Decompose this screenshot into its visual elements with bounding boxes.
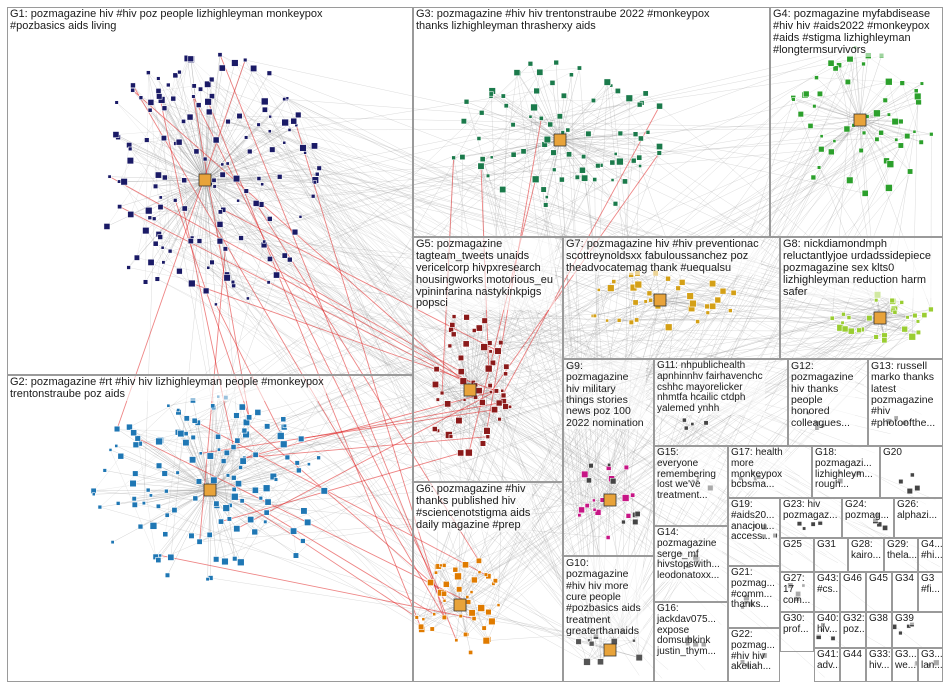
group-box-g46: G46 bbox=[840, 572, 866, 612]
group-box-g27: G27: 17 com... bbox=[780, 572, 814, 612]
group-box-g24: G24: pozmag... bbox=[842, 498, 894, 538]
group-label-g45: G45 bbox=[867, 573, 890, 585]
group-box-g43: G43: #cs... bbox=[814, 572, 840, 612]
group-label-g2: G2: pozmagazine #rt #hiv hiv lizhighleym… bbox=[8, 376, 326, 401]
group-box-g37: G3 #fi... bbox=[918, 572, 943, 612]
group-box-g4: G4: pozmagazine myfabdisease #hiv hiv #a… bbox=[770, 7, 943, 237]
group-box-g20: G20 bbox=[880, 446, 943, 498]
group-box-g36: G3... we... bbox=[892, 648, 918, 682]
group-label-g33: G33: hiv... bbox=[867, 649, 892, 672]
group-label-g4: G4: pozmagazine myfabdisease #hiv hiv #a… bbox=[771, 8, 932, 57]
group-label-g16: G16: jackdav075... expose domsubkink jus… bbox=[655, 603, 718, 658]
group-label-g41: G41: adv... bbox=[815, 649, 840, 672]
group-box-g44: G44 bbox=[840, 648, 866, 682]
group-box-g40: G40: hiv... bbox=[814, 612, 840, 648]
group-label-g32: G32: poz... bbox=[841, 613, 866, 636]
group-box-g6: G6: pozmagazine #hiv thanks published hi… bbox=[413, 482, 563, 682]
group-box-g19: G19: #aids20... anacjou... access... bbox=[728, 498, 780, 566]
group-box-g31: G31 bbox=[814, 538, 848, 572]
group-box-g38: G38 bbox=[866, 612, 892, 648]
group-label-g25: G25 bbox=[781, 539, 804, 551]
group-box-g14: G14: pozmagazine serge_mf hivstopswith..… bbox=[654, 526, 728, 602]
group-box-g41: G41: adv... bbox=[814, 648, 840, 682]
group-label-g17: G17: health more monkeypox bcbsma... bbox=[729, 447, 785, 491]
group-label-g40: G40: hiv... bbox=[815, 613, 840, 636]
group-label-g31: G31 bbox=[815, 539, 838, 551]
group-box-g1: G1: pozmagazine hiv #hiv poz people lizh… bbox=[7, 7, 413, 375]
group-label-g42: G4... #hi... bbox=[919, 539, 943, 562]
group-label-g38: G38 bbox=[867, 613, 890, 625]
group-label-g39: G39 bbox=[893, 613, 916, 625]
group-box-g3: G3: pozmagazine #hiv hiv trentonstraube … bbox=[413, 7, 770, 237]
group-label-g14: G14: pozmagazine serge_mf hivstopswith..… bbox=[655, 527, 722, 582]
group-box-g17: G17: health more monkeypox bcbsma... bbox=[728, 446, 812, 498]
group-box-g5: G5: pozmagazine tagteam_tweets unaids ve… bbox=[413, 237, 563, 482]
group-label-g28: G28: kairo... bbox=[849, 539, 883, 562]
group-box-g18: G18: pozmagazi... lizhighleym... rough..… bbox=[812, 446, 880, 498]
group-box-g12: G12: pozmagazine hiv thanks people honor… bbox=[788, 359, 868, 446]
group-box-g25: G25 bbox=[780, 538, 814, 572]
group-box-g42: G4... #hi... bbox=[918, 538, 943, 572]
group-label-g36: G3... we... bbox=[893, 649, 918, 672]
group-label-g34: G34 bbox=[893, 573, 916, 585]
group-label-g10: G10: pozmagazine #hiv hiv more cure peop… bbox=[564, 557, 643, 637]
group-box-g13: G13: russell marko thanks latest pozmaga… bbox=[868, 359, 943, 446]
group-label-g20: G20 bbox=[881, 447, 904, 459]
group-label-g9: G9: pozmagazine hiv military things stor… bbox=[564, 360, 646, 429]
group-box-g30: G30: prof... bbox=[780, 612, 814, 652]
group-box-g34: G34 bbox=[892, 572, 918, 612]
group-label-g29: G29: thela... bbox=[885, 539, 918, 562]
group-label-g6: G6: pozmagazine #hiv thanks published hi… bbox=[414, 483, 532, 532]
group-box-g15: G15: everyone remembering lost we've tre… bbox=[654, 446, 728, 526]
group-box-g11: G11: nhpublichealth apnhinnhv fairhavenc… bbox=[654, 359, 788, 446]
group-label-g7: G7: pozmagazine hiv #hiv preventionac sc… bbox=[564, 238, 761, 275]
group-label-g37: G3 #fi... bbox=[919, 573, 942, 596]
group-label-g19: G19: #aids20... anacjou... access... bbox=[729, 499, 776, 543]
group-label-g46: G46 bbox=[841, 573, 864, 585]
group-label-g26: G26: alphazi... bbox=[895, 499, 939, 522]
group-box-g35: G3... lan... bbox=[918, 648, 943, 682]
group-box-g10: G10: pozmagazine #hiv hiv more cure peop… bbox=[563, 556, 654, 682]
group-box-g39: G39 bbox=[892, 612, 943, 648]
group-box-g21: G21: pozmag... #comm... thanks... bbox=[728, 566, 780, 628]
group-box-g32: G32: poz... bbox=[840, 612, 866, 648]
group-box-g26: G26: alphazi... bbox=[894, 498, 943, 538]
group-label-g22: G22: pozmag... #hiv hiv akeliah... bbox=[729, 629, 777, 673]
group-box-g33: G33: hiv... bbox=[866, 648, 892, 682]
group-box-g29: G29: thela... bbox=[884, 538, 918, 572]
group-label-g23: G23: hiv pozmagaz... bbox=[781, 499, 839, 522]
group-label-g24: G24: pozmag... bbox=[843, 499, 891, 522]
group-label-g1: G1: pozmagazine hiv #hiv poz people lizh… bbox=[8, 8, 324, 33]
group-box-g45: G45 bbox=[866, 572, 892, 612]
group-label-g43: G43: #cs... bbox=[815, 573, 840, 596]
group-label-g8: G8: nickdiamondmph reluctantlyjoe urdads… bbox=[781, 238, 933, 298]
group-label-g27: G27: 17 com... bbox=[781, 573, 812, 606]
group-label-g21: G21: pozmag... #comm... thanks... bbox=[729, 567, 777, 611]
group-label-g5: G5: pozmagazine tagteam_tweets unaids ve… bbox=[414, 238, 555, 310]
group-label-g35: G3... lan... bbox=[919, 649, 943, 672]
group-label-g30: G30: prof... bbox=[781, 613, 811, 636]
group-box-g7: G7: pozmagazine hiv #hiv preventionac sc… bbox=[563, 237, 780, 359]
group-box-g2: G2: pozmagazine #rt #hiv hiv lizhighleym… bbox=[7, 375, 413, 682]
group-box-g16: G16: jackdav075... expose domsubkink jus… bbox=[654, 602, 728, 682]
group-box-g9: G9: pozmagazine hiv military things stor… bbox=[563, 359, 654, 556]
group-box-g23: G23: hiv pozmagaz... bbox=[780, 498, 842, 538]
group-label-g15: G15: everyone remembering lost we've tre… bbox=[655, 447, 718, 502]
group-box-g22: G22: pozmag... #hiv hiv akeliah... bbox=[728, 628, 780, 682]
group-label-g12: G12: pozmagazine hiv thanks people honor… bbox=[789, 360, 855, 429]
group-label-g13: G13: russell marko thanks latest pozmaga… bbox=[869, 360, 937, 429]
group-label-g18: G18: pozmagazi... lizhighleym... rough..… bbox=[813, 447, 875, 491]
group-label-g3: G3: pozmagazine #hiv hiv trentonstraube … bbox=[414, 8, 712, 33]
group-label-g44: G44 bbox=[841, 649, 864, 661]
group-box-g8: G8: nickdiamondmph reluctantlyjoe urdads… bbox=[780, 237, 943, 359]
group-label-g11: G11: nhpublichealth apnhinnhv fairhavenc… bbox=[655, 360, 765, 415]
group-box-g28: G28: kairo... bbox=[848, 538, 884, 572]
